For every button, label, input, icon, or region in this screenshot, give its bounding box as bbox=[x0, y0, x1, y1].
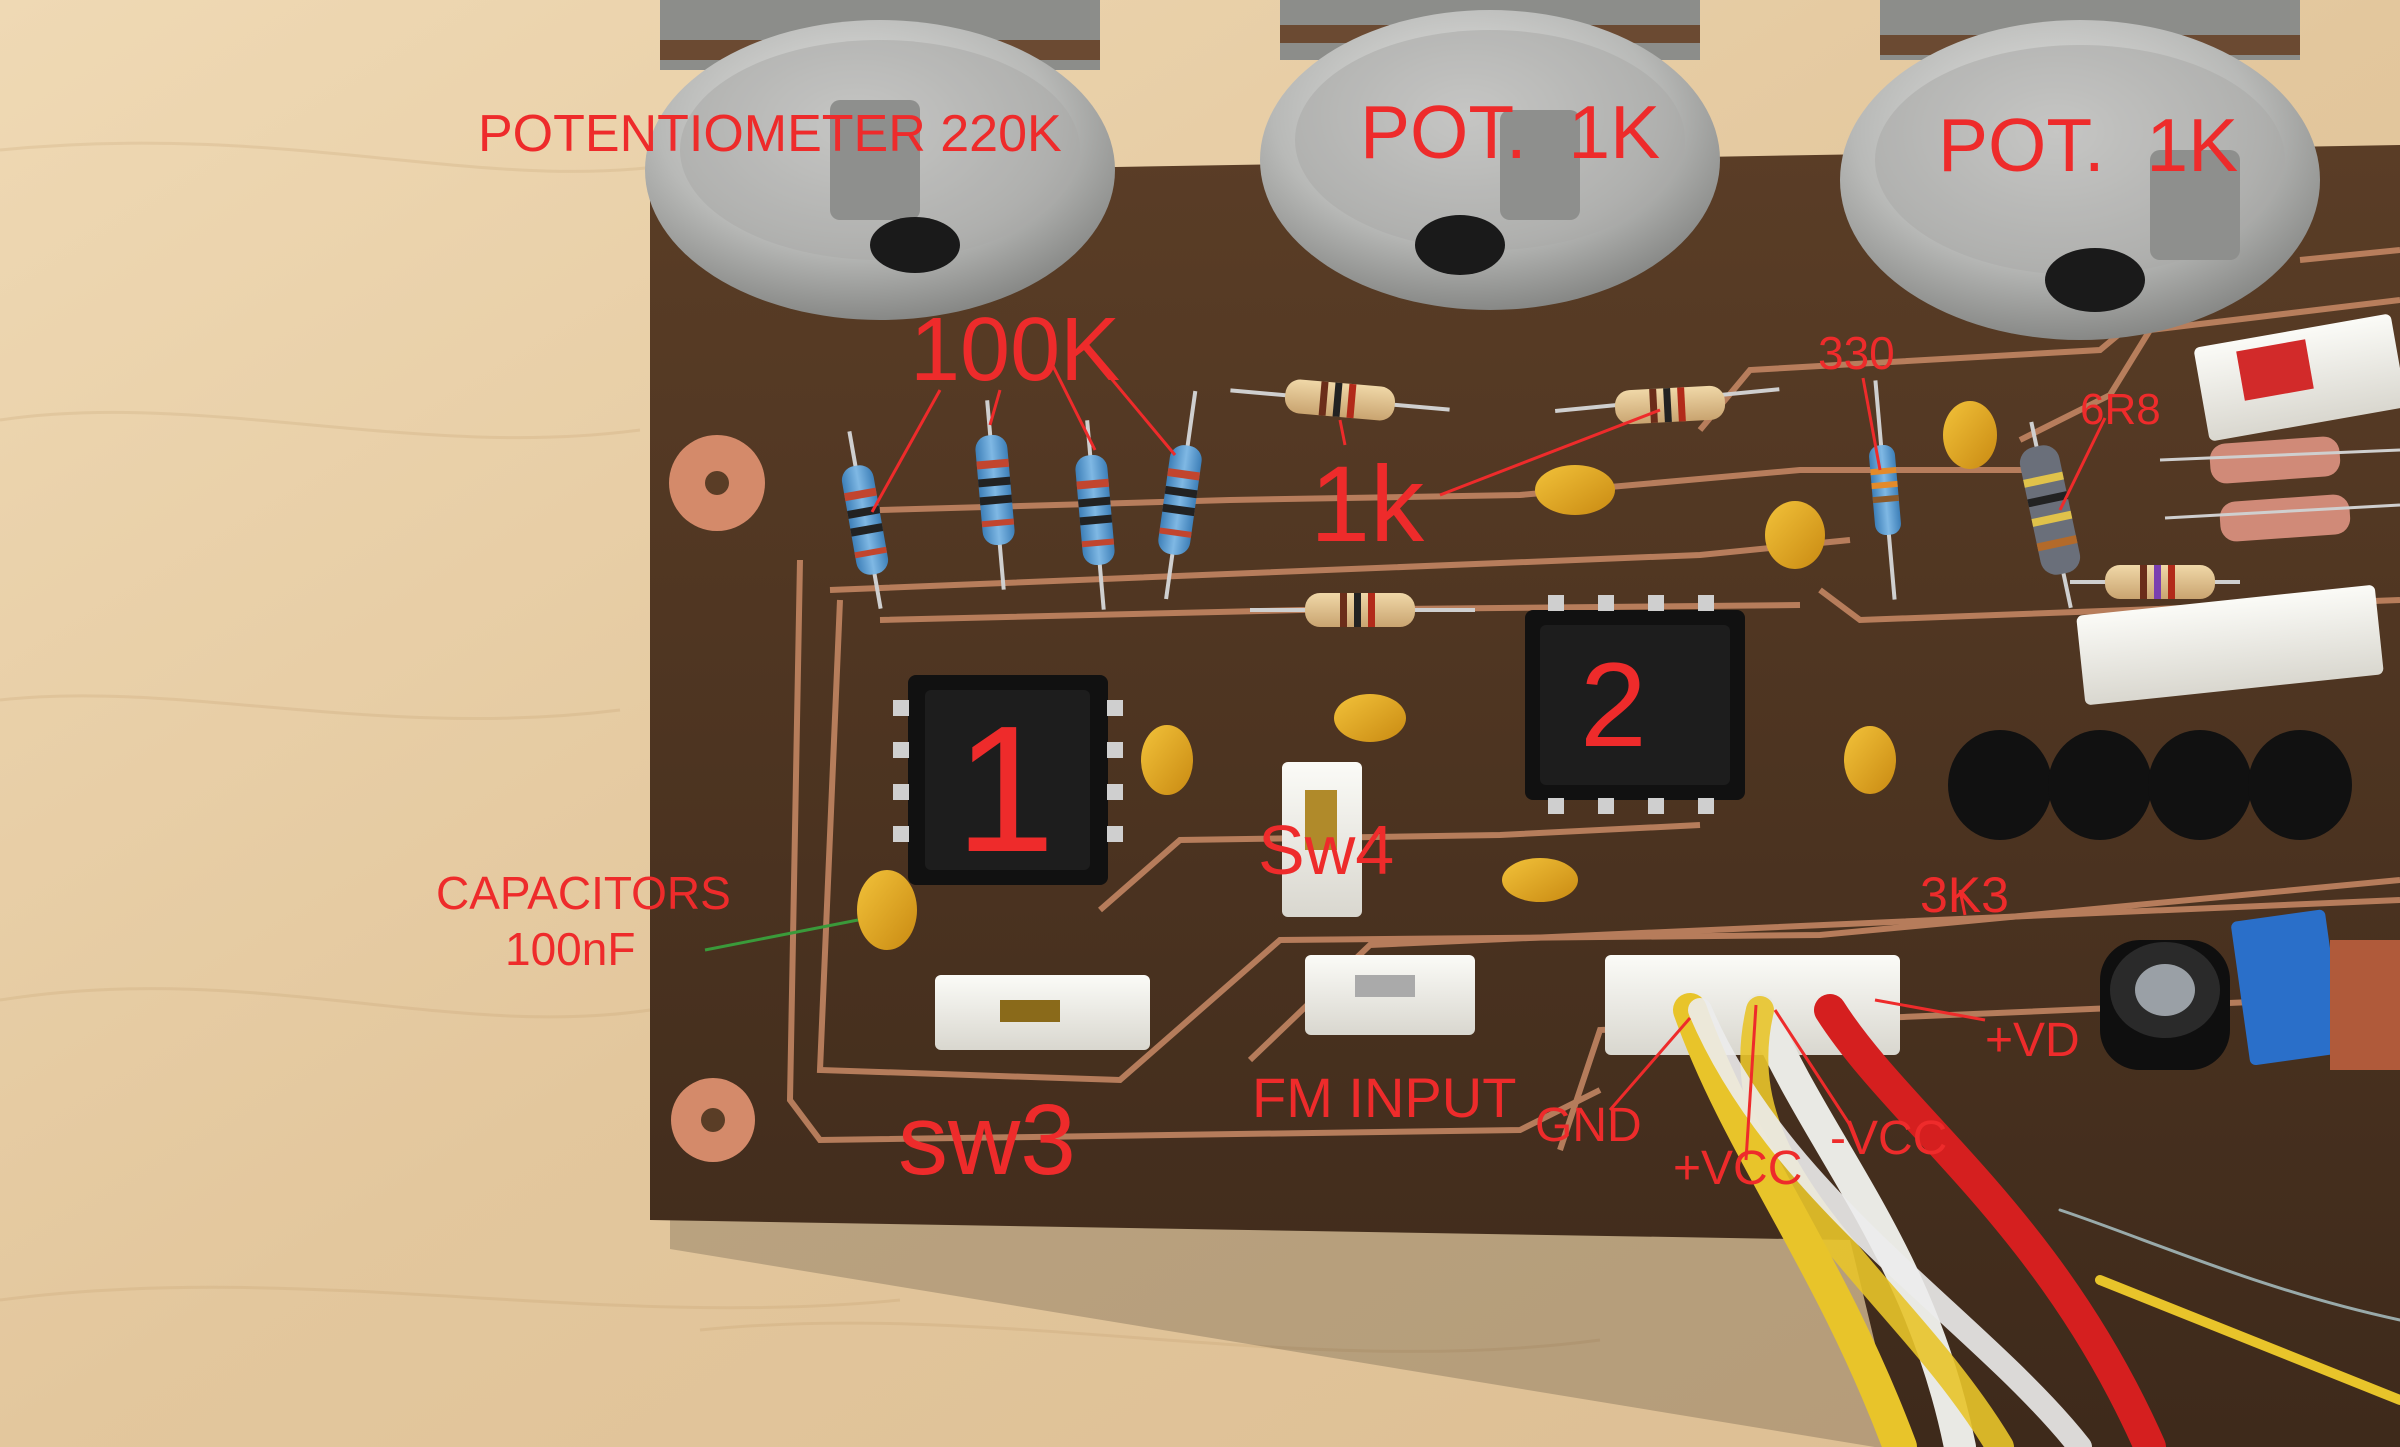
resistors-1k bbox=[1230, 379, 2240, 627]
resistor-330 bbox=[1869, 380, 1901, 600]
capacitor-pointer bbox=[704, 918, 859, 952]
desk-grain bbox=[0, 141, 1601, 1353]
potentiometer-1k-b bbox=[1840, 0, 2320, 340]
transistors bbox=[1948, 730, 2352, 840]
electrolytic-capacitor bbox=[2100, 940, 2230, 1070]
label-chip-2: 2 bbox=[1580, 638, 1647, 772]
capacitors-100nf bbox=[857, 401, 1997, 950]
power-wires bbox=[1673, 993, 2400, 1447]
resistor-6r8 bbox=[2019, 421, 2081, 609]
copper-traces bbox=[786, 247, 2400, 1151]
resistors-100k bbox=[841, 390, 1202, 610]
capacitor-red bbox=[2330, 940, 2400, 1070]
annotation-pointers bbox=[870, 359, 2107, 1161]
trimmer-potentiometer bbox=[2231, 909, 2344, 1066]
ic-chip-2 bbox=[1525, 595, 1745, 814]
mounting-holes bbox=[669, 435, 765, 1162]
label-chip-1: 1 bbox=[955, 689, 1056, 890]
potentiometer-1k-a bbox=[1260, 0, 1720, 310]
resistors-rn55 bbox=[2159, 436, 2400, 542]
ic-chip-1 bbox=[893, 675, 1123, 885]
potentiometer-220k bbox=[645, 0, 1115, 320]
